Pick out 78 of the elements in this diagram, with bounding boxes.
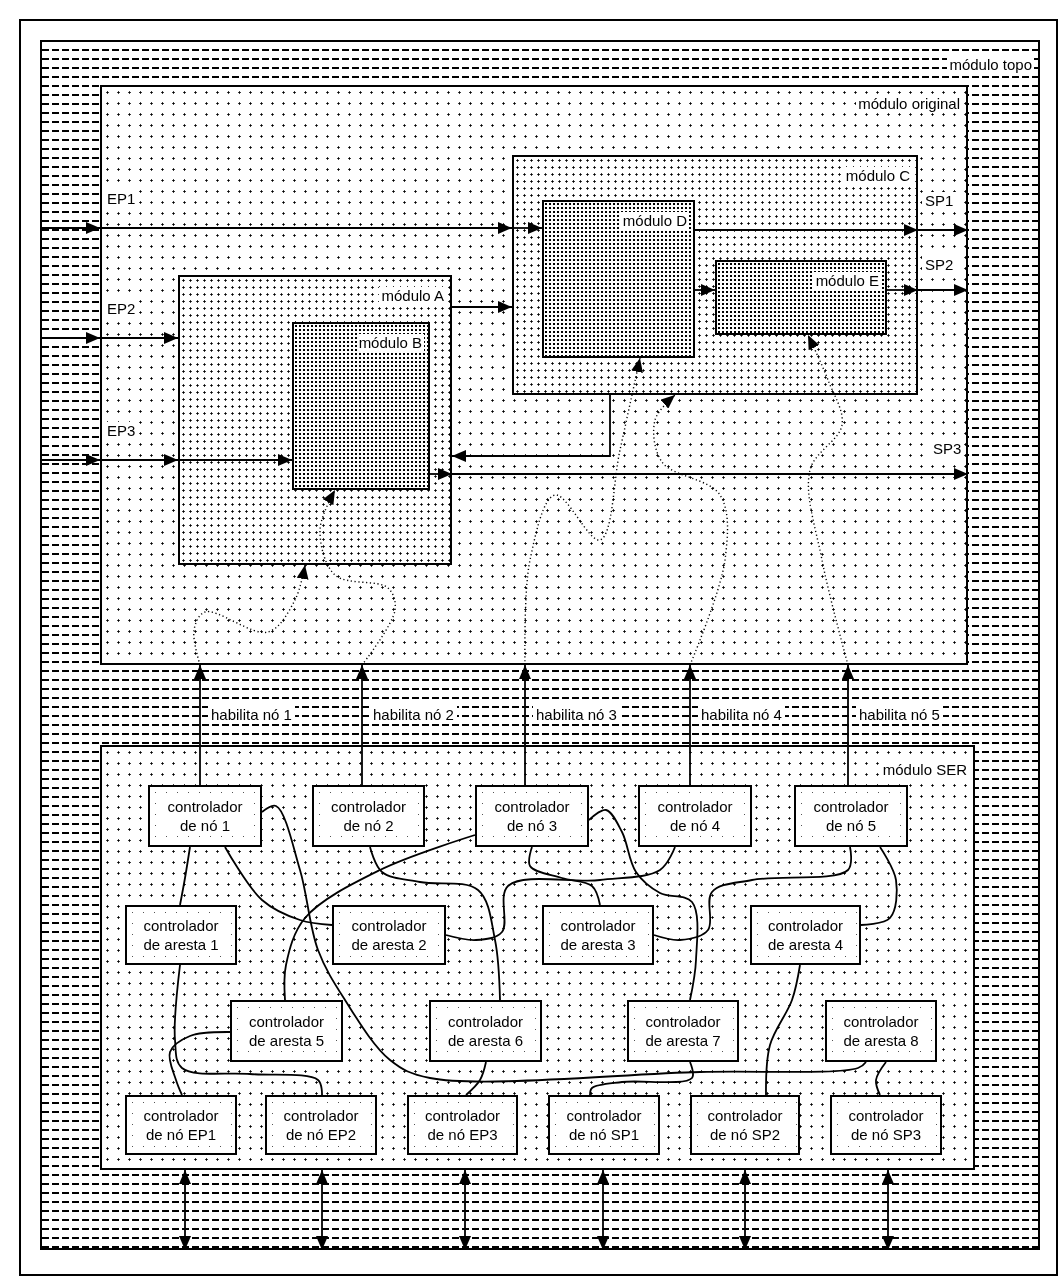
arrow <box>429 468 453 480</box>
module-box <box>100 85 968 665</box>
controller-box <box>825 1000 937 1062</box>
module-box <box>715 260 887 335</box>
controller-box <box>830 1095 942 1155</box>
arrow <box>194 664 206 786</box>
dotted-arrow <box>319 489 396 666</box>
controller-box <box>794 785 908 847</box>
arrow <box>99 332 179 344</box>
connector-line <box>589 1061 694 1096</box>
arrow <box>451 394 611 462</box>
module-label: módulo C <box>843 167 912 185</box>
arrow <box>39 332 101 344</box>
connector-line <box>224 846 333 926</box>
connector-line <box>653 846 853 941</box>
module-box <box>542 200 695 358</box>
controller-box <box>265 1095 377 1155</box>
double-arrow <box>597 1169 609 1251</box>
connector-line <box>445 846 676 941</box>
connector-line <box>179 846 191 906</box>
controller-box <box>750 905 861 965</box>
arrow <box>177 454 293 466</box>
module-label: módulo B <box>356 334 424 352</box>
arrow <box>511 222 543 234</box>
connector-line <box>875 1061 887 1096</box>
module-box <box>178 275 452 565</box>
controller-box <box>332 905 446 965</box>
arrow <box>917 284 969 296</box>
double-arrow <box>882 1169 894 1251</box>
arrow <box>99 454 179 466</box>
module-box <box>100 745 975 1170</box>
arrow <box>684 664 696 786</box>
controller-box <box>312 785 425 847</box>
arrow <box>917 224 969 236</box>
connector-line <box>369 846 501 1001</box>
arrow <box>694 284 716 296</box>
controller-box <box>230 1000 343 1062</box>
module-label: módulo topo <box>947 56 1034 74</box>
arrow <box>451 301 513 313</box>
connector-line <box>588 809 699 1001</box>
arrow <box>886 284 919 296</box>
arrow <box>451 468 969 480</box>
controller-box <box>475 785 589 847</box>
arrow <box>842 664 854 786</box>
controller-box <box>429 1000 542 1062</box>
connector-line <box>168 1031 231 1096</box>
module-box <box>512 155 918 395</box>
module-label: módulo E <box>813 272 881 290</box>
controller-box <box>125 905 237 965</box>
double-arrow <box>316 1169 328 1251</box>
connector-line <box>860 846 898 926</box>
controller-box <box>148 785 262 847</box>
double-arrow <box>739 1169 751 1251</box>
connector-line <box>528 846 601 906</box>
arrow <box>39 454 101 466</box>
controller-box <box>638 785 752 847</box>
module-label: módulo A <box>379 287 446 305</box>
connector-line <box>173 964 323 1096</box>
controller-box <box>627 1000 739 1062</box>
connector-line <box>465 1061 487 1096</box>
arrow <box>39 222 101 234</box>
controller-box <box>125 1095 237 1155</box>
module-label: módulo SER <box>880 761 969 779</box>
connector-line <box>283 834 476 1001</box>
controller-box <box>542 905 654 965</box>
double-arrow <box>179 1169 191 1251</box>
arrow <box>694 224 919 236</box>
module-label: módulo D <box>620 212 689 230</box>
connector-line <box>765 964 801 1096</box>
controller-box <box>690 1095 800 1155</box>
controller-box <box>548 1095 660 1155</box>
arrow <box>99 222 513 234</box>
arrow <box>356 664 368 786</box>
double-arrow <box>459 1169 471 1251</box>
module-box <box>292 322 430 490</box>
controller-box <box>407 1095 518 1155</box>
module-label: módulo original <box>856 95 962 113</box>
arrow <box>519 664 531 786</box>
